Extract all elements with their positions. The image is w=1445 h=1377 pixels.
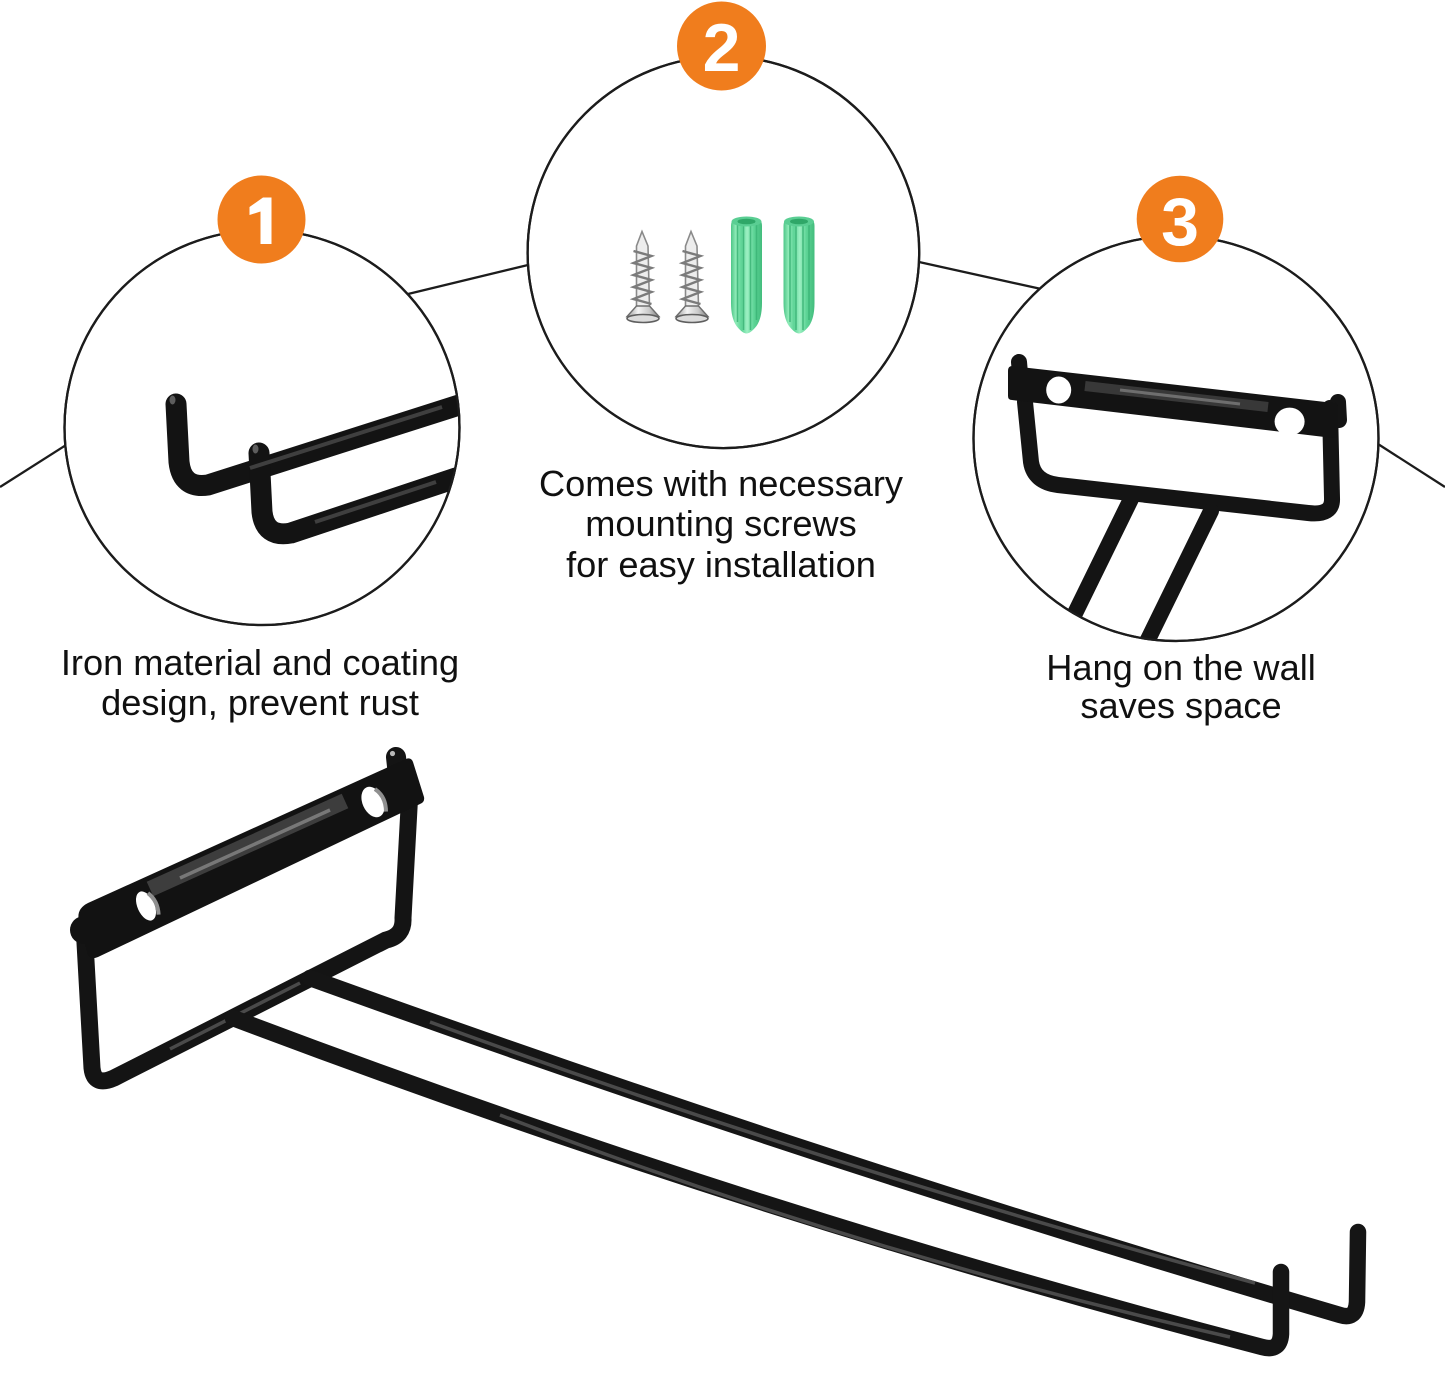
svg-text:Iron material and coating: Iron material and coating (61, 642, 459, 683)
svg-text:Comes with necessary: Comes with necessary (539, 463, 904, 504)
svg-text:2: 2 (703, 10, 741, 86)
svg-text:saves space: saves space (1080, 685, 1281, 726)
svg-text:3: 3 (1161, 184, 1199, 260)
svg-text:for easy installation: for easy installation (566, 544, 876, 585)
svg-text:design, prevent rust: design, prevent rust (101, 682, 419, 723)
svg-text:Hang on the wall: Hang on the wall (1046, 647, 1316, 688)
svg-text:mounting screws: mounting screws (585, 503, 857, 544)
